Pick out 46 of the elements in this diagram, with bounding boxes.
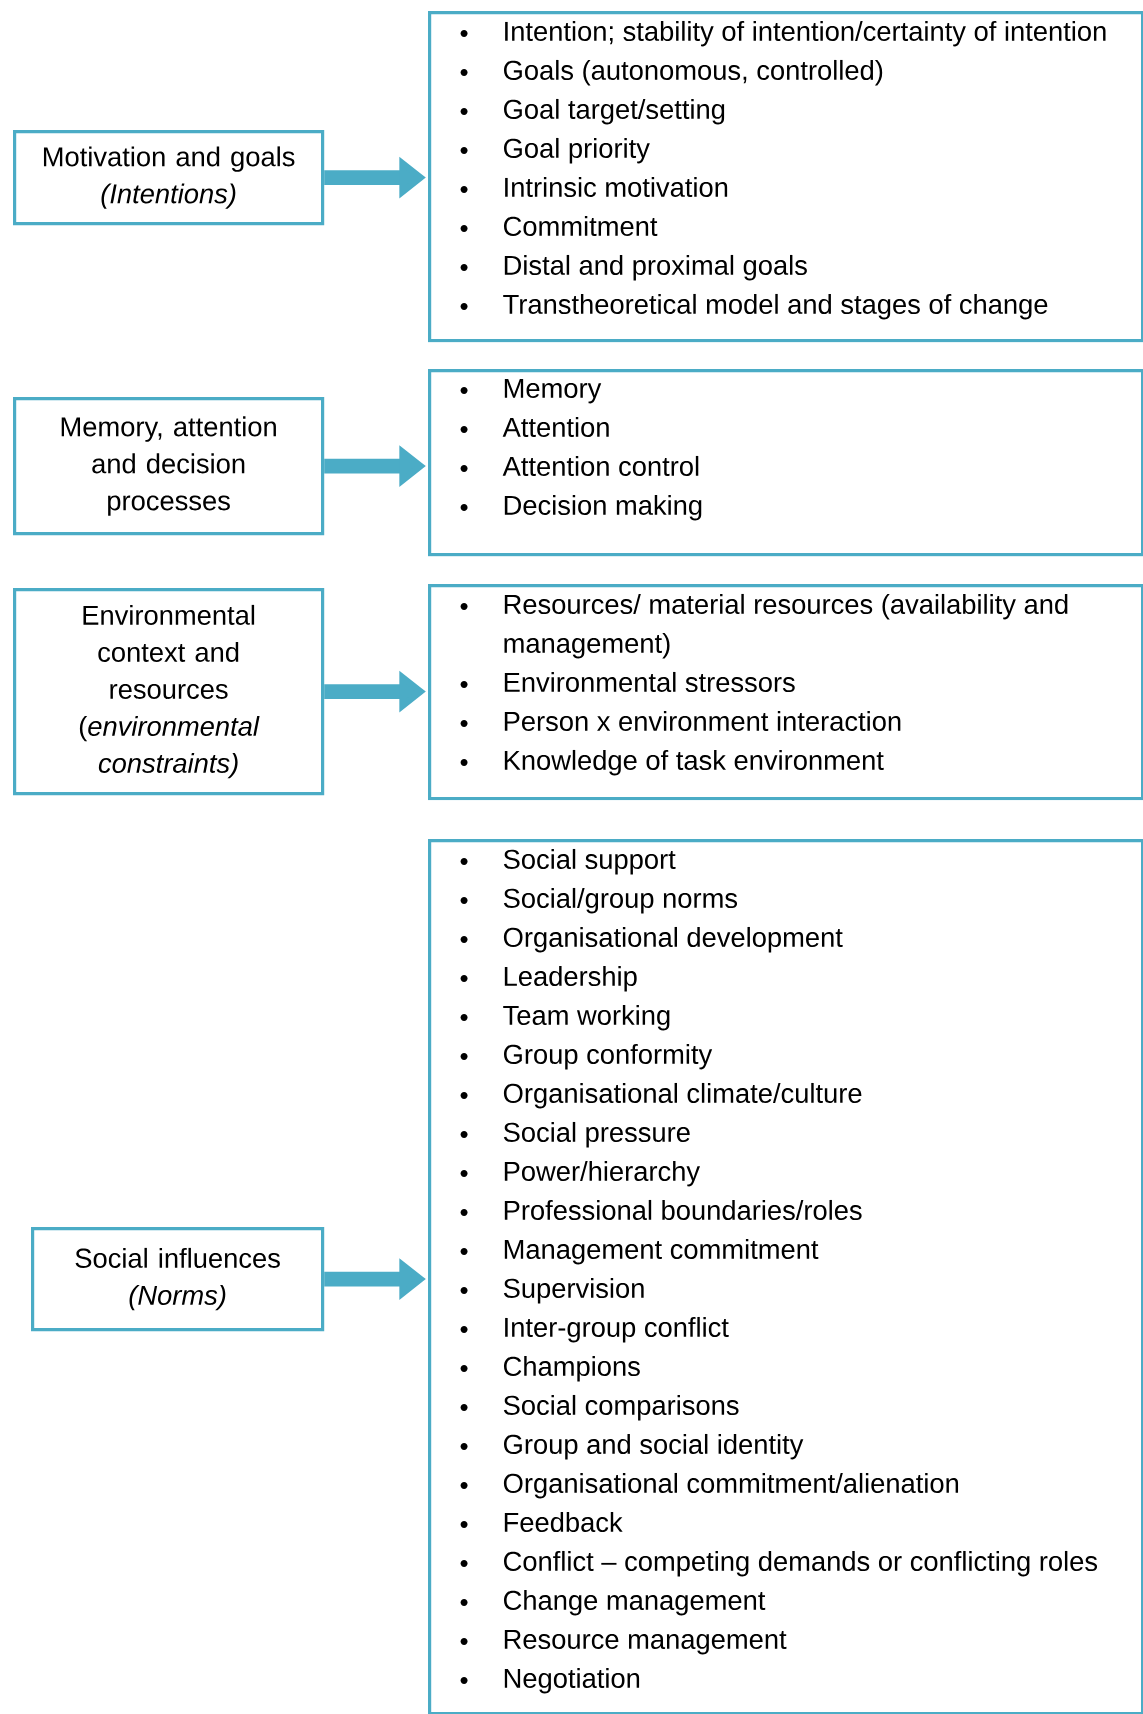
- bullet-item: Supervision: [460, 1277, 644, 1304]
- bullet-item: Intention; stability of intention/certainty of intention: [460, 20, 1106, 47]
- bullet-item: Social comparisons: [460, 1394, 739, 1421]
- category-box: Memory, attention and decision processes: [13, 397, 325, 536]
- bullet-item: Goal priority: [460, 137, 650, 164]
- bullet-item: Group conformity: [460, 1043, 713, 1070]
- bullet-item: Goal target/setting: [460, 98, 725, 125]
- bullet-item: Negotiation: [460, 1667, 640, 1694]
- category-box: Social influences (Norms): [31, 1227, 325, 1332]
- list-box: [428, 584, 1143, 801]
- bullet-item: Professional boundaries/roles: [460, 1199, 862, 1221]
- bullet-item: Attention: [460, 416, 609, 437]
- bullet-item: Memory: [460, 378, 602, 404]
- list-box: [428, 839, 1143, 1714]
- bullet-item: Intrinsic motivation: [460, 176, 728, 197]
- bullet-item: Resource management: [460, 1629, 787, 1655]
- bullet-item: Social support: [460, 848, 676, 875]
- bullet-item: Social/group norms: [460, 887, 738, 914]
- bullet-item: Organisational climate/culture: [460, 1082, 862, 1109]
- bullet-item: Resources/ material resources (availability and management): [460, 593, 1068, 659]
- bullet-item: Management commitment: [460, 1238, 819, 1265]
- category-box: Environmental context and resources (environmental constraints): [13, 588, 325, 796]
- bullet-item: Attention control: [460, 455, 699, 476]
- bullet-item: Person x environment interaction: [460, 710, 901, 731]
- bullet-item: Decision making: [460, 494, 702, 521]
- bullet-item: Feedback: [460, 1511, 623, 1533]
- bullet-item: Knowledge of task environment: [460, 749, 884, 776]
- bullet-item: Group and social identity: [460, 1433, 804, 1460]
- bullet-item: Inter-group conflict: [460, 1316, 729, 1343]
- bullet-item: Organisational commitment/alienation: [460, 1472, 959, 1499]
- bullet-item: Environmental stressors: [460, 671, 795, 692]
- bullet-item: Change management: [460, 1589, 766, 1616]
- list-box: [428, 369, 1143, 557]
- list-box: [428, 11, 1143, 343]
- bullet-item: Team working: [460, 1004, 670, 1031]
- bullet-item: Distal and proximal goals: [460, 254, 807, 281]
- bullet-item: Power/hierarchy: [460, 1160, 700, 1187]
- category-box: Motivation and goals (Intentions): [13, 130, 325, 226]
- bullet-item: Organisational development: [460, 926, 843, 953]
- bullet-item: Commitment: [460, 215, 658, 236]
- bullet-item: Transtheoretical model and stages of change: [460, 293, 1048, 320]
- bullet-item: Champions: [460, 1355, 640, 1382]
- bullet-item: Leadership: [460, 965, 637, 992]
- bullet-item: Social pressure: [460, 1121, 690, 1148]
- bullet-item: Conflict – competing demands or conflicting roles: [460, 1550, 1098, 1577]
- bullet-item: Goals (autonomous, controlled): [460, 59, 883, 86]
